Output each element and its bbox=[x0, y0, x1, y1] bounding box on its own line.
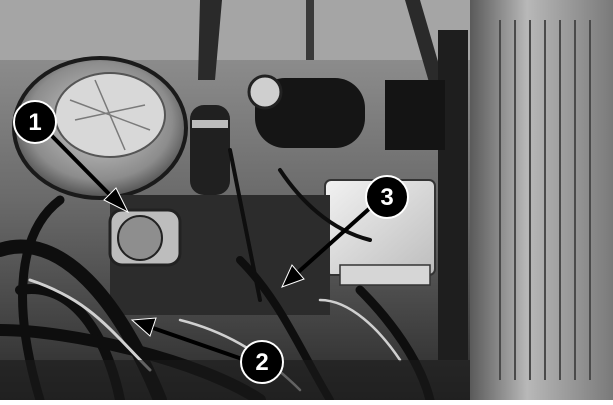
intake-opening bbox=[117, 215, 163, 261]
callout-2: 2 bbox=[130, 317, 284, 384]
chain bbox=[306, 0, 314, 60]
radiator-fins bbox=[499, 20, 591, 380]
control-box bbox=[385, 80, 445, 150]
callout-3: 3 bbox=[281, 175, 409, 288]
callout-2-leader bbox=[149, 325, 246, 362]
callout-1-leader bbox=[46, 130, 117, 202]
callout-1-label: 1 bbox=[28, 109, 41, 136]
motor-pulley bbox=[247, 74, 283, 110]
starter-motor bbox=[255, 78, 365, 148]
radiator-panel bbox=[470, 0, 613, 400]
alternator bbox=[190, 105, 230, 195]
air-filter-ribs bbox=[69, 79, 151, 151]
alternator-band bbox=[192, 120, 228, 128]
callout-2-label: 2 bbox=[255, 349, 268, 376]
callout-1: 1 bbox=[13, 100, 130, 214]
callout-2-arrowhead bbox=[130, 317, 157, 337]
callout-1-arrowhead bbox=[103, 187, 130, 214]
callout-3-label: 3 bbox=[380, 184, 393, 211]
callout-3-leader bbox=[293, 206, 372, 277]
frame-strut-left bbox=[198, 0, 222, 80]
callout-2-circle bbox=[240, 340, 284, 384]
lower-shadow bbox=[0, 360, 470, 400]
side-bracket bbox=[438, 30, 468, 360]
callout-3-arrowhead bbox=[281, 264, 305, 288]
callout-1-circle bbox=[13, 100, 57, 144]
callout-3-circle bbox=[365, 175, 409, 219]
white-box-base bbox=[339, 264, 431, 286]
